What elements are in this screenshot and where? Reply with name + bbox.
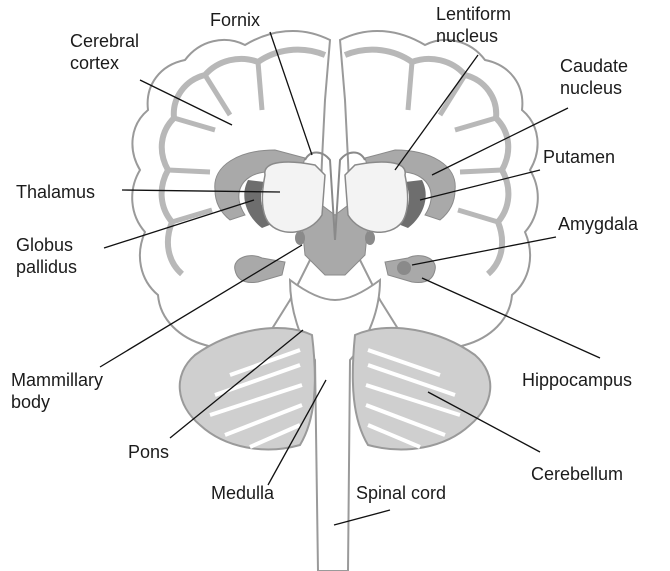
label-fornix: Fornix (210, 9, 260, 31)
label-globus-pallidus: Globus pallidus (16, 234, 77, 278)
label-medulla: Medulla (211, 482, 274, 504)
cerebellum-right (353, 328, 491, 449)
label-putamen: Putamen (543, 146, 615, 168)
label-lentiform-line2: nucleus (436, 25, 511, 47)
label-caudate-line1: Caudate (560, 55, 628, 77)
label-globus-line1: Globus (16, 234, 77, 256)
label-mammillary-line1: Mammillary (11, 369, 103, 391)
label-mammillary-line2: body (11, 391, 103, 413)
label-caudate-line2: nucleus (560, 77, 628, 99)
label-lentiform-nucleus: Lentiform nucleus (436, 3, 511, 47)
cerebellum-left (180, 328, 315, 449)
label-thalamus: Thalamus (16, 181, 95, 203)
label-spinal-cord: Spinal cord (356, 482, 446, 504)
label-hippocampus: Hippocampus (522, 369, 632, 391)
label-caudate-nucleus: Caudate nucleus (560, 55, 628, 99)
label-lentiform-line1: Lentiform (436, 3, 511, 25)
label-pons: Pons (128, 441, 169, 463)
label-globus-line2: pallidus (16, 256, 77, 278)
label-cerebral-cortex: Cerebral cortex (70, 30, 139, 74)
label-cerebellum: Cerebellum (531, 463, 623, 485)
label-amygdala: Amygdala (558, 213, 638, 235)
label-mammillary-body: Mammillary body (11, 369, 103, 413)
label-cerebral-line1: Cerebral (70, 30, 139, 52)
label-cerebral-line2: cortex (70, 52, 139, 74)
